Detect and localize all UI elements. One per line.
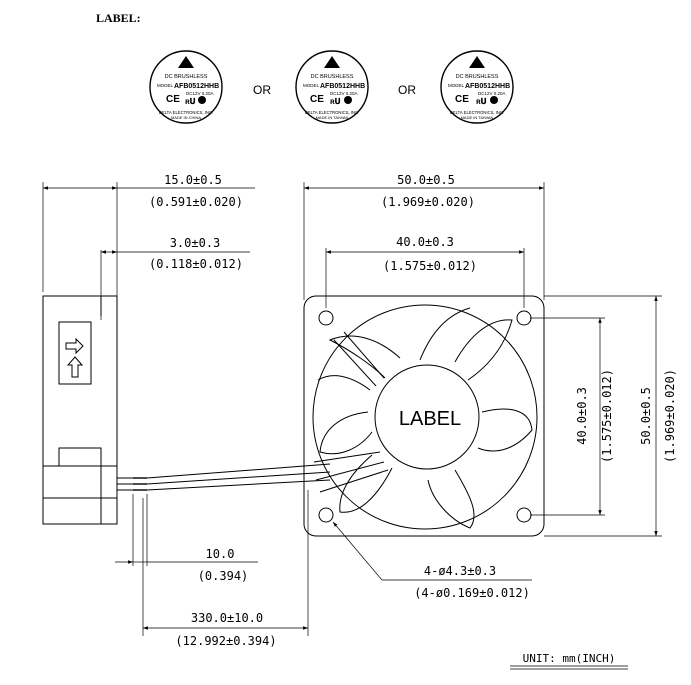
mount-hole-icon [318,310,334,326]
mount-hole-icon [516,310,532,326]
tuv-mark-icon [344,96,352,104]
ul-mark-icon: ʀ𝐔 [476,97,487,106]
badge-model-text: AFB0512HHB [174,83,219,90]
or-text-1: OR [253,83,271,97]
unit-text: UNIT: mm(INCH) [523,652,616,665]
mount-hole-icon [516,507,532,523]
vertical-height-inch-text: (1.969±0.020) [663,369,677,463]
frame-width-text: 50.0±0.5 [397,173,455,187]
hole-spacing-inch-text: (1.575±0.012) [383,259,477,273]
badge-type-text: DC BRUSHLESS [311,74,354,80]
side-offset-inch-text: (0.118±0.012) [149,257,243,271]
side-view [42,182,147,525]
badge-rating-text: DC12V 0.20A [478,91,506,96]
arrow-up-icon [66,356,84,378]
label-badge-2: DC BRUSHLESS MODEL AFB0512HHB CE DC12V 0… [295,50,369,124]
badge-maker-text: DELTA ELECTRONICS, INC. [305,110,359,115]
badge-maker-text: DELTA ELECTRONICS, INC. [159,110,213,115]
arrow-right-icon [65,337,84,355]
vertical-height-text: 50.0±0.5 [639,387,653,445]
fan-venturi [312,304,538,530]
label-heading: LABEL: [96,11,141,25]
hole-spacing-text: 40.0±0.3 [396,235,454,249]
hub-label-text: LABEL [399,408,461,430]
side-offset-text: 3.0±0.3 [170,236,221,250]
wire-length-text: 330.0±10.0 [191,611,263,625]
fan-blades [317,307,533,529]
badge-model-word: MODEL [448,83,465,88]
label-badge-3: DC BRUSHLESS MODEL AFB0512HHB CE DC12V 0… [440,50,514,124]
badge-model-text: AFB0512HHB [465,83,510,90]
fan-hub [374,364,480,470]
hole-leader-line [332,521,383,581]
badge-origin-text: MADE IN TAIWAN [316,115,349,120]
label-badge-1: DC BRUSHLESS MODEL AFB0512HHB CE DC12V 0… [149,50,223,124]
badge-model-word: MODEL [303,83,320,88]
vertical-hole-text: 40.0±0.3 [575,387,589,445]
fan-frame [303,295,545,537]
wire-strip-text: 10.0 [206,547,235,561]
badge-origin-text: MADE IN CHINA [171,115,202,120]
wire-exit-block [58,447,102,467]
ce-mark-icon: CE [310,94,324,105]
badge-model-word: MODEL [157,83,174,88]
side-depth-text: 15.0±0.5 [164,173,222,187]
tuv-mark-icon [198,96,206,104]
fan-side-body [42,295,118,525]
frame-width-inch-text: (1.969±0.020) [381,195,475,209]
badge-maker-text: DELTA ELECTRONICS, INC. [450,110,504,115]
ce-mark-icon: CE [166,94,180,105]
badge-type-text: DC BRUSHLESS [165,74,208,80]
hole-diameter-inch-text: (4-ø0.169±0.012) [414,586,530,600]
tuv-mark-icon [490,96,498,104]
wire-length-inch-text: (12.992±0.394) [175,634,276,648]
delta-logo-icon [469,56,485,68]
badge-origin-text: MADE IN TAIWAN [461,115,494,120]
airflow-indicator [58,321,92,385]
or-text-2: OR [398,83,416,97]
mount-hole-icon [318,507,334,523]
vertical-hole-inch-text: (1.575±0.012) [600,369,614,463]
front-view: LABEL [146,182,662,537]
badge-rating-text: DC12V 0.20A [330,91,358,96]
badge-model-text: AFB0512HHB [320,83,365,90]
delta-logo-icon [324,56,340,68]
delta-logo-icon [178,56,194,68]
hole-diameter-text: 4-ø4.3±0.3 [424,564,496,578]
badge-type-text: DC BRUSHLESS [456,74,499,80]
ce-mark-icon: CE [455,94,469,105]
ul-mark-icon: ʀ𝐔 [185,97,196,106]
badge-rating-text: DC12V 0.20A [186,91,214,96]
side-depth-inch-text: (0.591±0.020) [149,195,243,209]
fan-spokes [313,331,389,493]
ul-mark-icon: ʀ𝐔 [330,97,341,106]
wire-strip-inch-text: (0.394) [198,569,249,583]
